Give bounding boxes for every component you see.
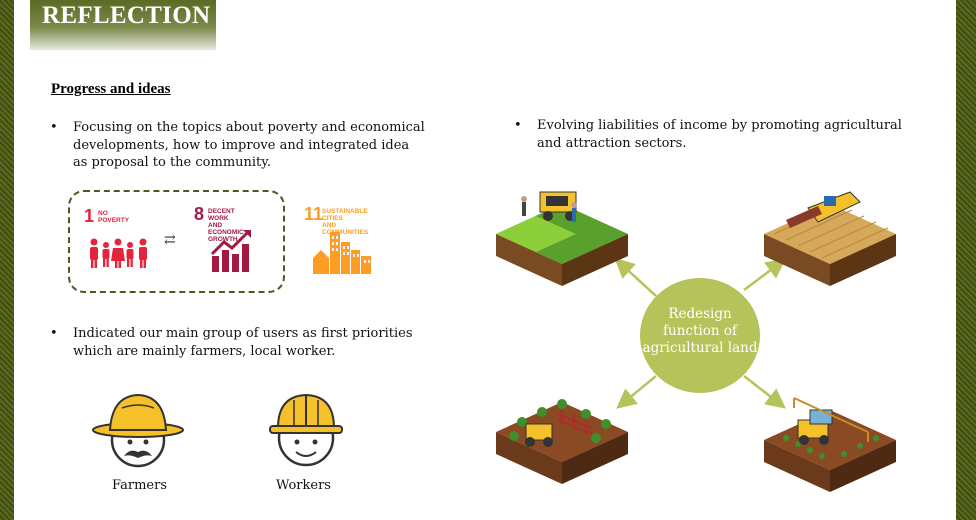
right-border [956, 0, 976, 520]
title-banner: REFLECTION [30, 0, 216, 50]
arrow-top-left [614, 257, 657, 297]
city-buildings-icon [313, 232, 371, 274]
worker-icon [269, 393, 343, 467]
center-text: Redesign function of agricultural land [642, 306, 758, 356]
sdg-1-no-poverty: 1 NO POVERTY [84, 206, 130, 226]
growth-chart-icon [210, 230, 251, 272]
left-border [0, 0, 14, 520]
farm-tile-harvest-grass [496, 191, 628, 286]
farm-tile-wheat-harvester [764, 191, 896, 286]
farm-tile-soil-tractor [496, 399, 628, 484]
exchange-arrows-icon: ⇄ [164, 232, 176, 248]
farm-tile-soil-sprayer [764, 397, 896, 492]
family-icon [90, 238, 147, 268]
bullet-dot: • [50, 326, 58, 341]
slide-title: REFLECTION [42, 2, 211, 29]
bullet-line: Indicated our main group of users as fir… [73, 326, 413, 341]
arrow-top-right [743, 258, 786, 291]
bullet-line: as proposal to the community. [73, 155, 272, 170]
bullet-line: Focusing on the topics about poverty and… [73, 120, 425, 135]
arrow-bottom-right [743, 375, 786, 409]
bullet-line: developments, how to improve and integra… [73, 137, 410, 153]
arrow-bottom-left [616, 375, 657, 409]
bullet-line: Evolving liabilities of income by promot… [537, 118, 902, 133]
sdg-goals-box: 1 NO POVERTY ⇄ 8 DECENT WORK AND ECONOMI… [68, 190, 368, 293]
farmer-icon [92, 393, 184, 468]
bullet-dot: • [50, 120, 58, 135]
bullet-line: and attraction sectors. [537, 135, 687, 151]
center-circle: Redesign function of agricultural land [640, 278, 760, 393]
sdg-8-decent-work: 8 DECENT WORK AND ECONOMIC GROWTH [194, 204, 244, 243]
bullet-user-groups: • Indicated our main group of users as f… [50, 325, 413, 360]
workers-label: Workers [276, 478, 331, 493]
bullet-poverty-topics: • Focusing on the topics about poverty a… [50, 119, 425, 172]
bullet-dot: • [514, 118, 522, 133]
section-subtitle: Progress and ideas [51, 81, 171, 97]
bullet-evolving-liabilities: • Evolving liabilities of income by prom… [514, 117, 902, 152]
sdg-11-sustainable-cities: 11 SUSTAINABLE CITIES AND COMMUNITIES [304, 204, 369, 236]
farmers-label: Farmers [112, 478, 168, 493]
bullet-line: which are mainly farmers, local worker. [73, 343, 336, 359]
